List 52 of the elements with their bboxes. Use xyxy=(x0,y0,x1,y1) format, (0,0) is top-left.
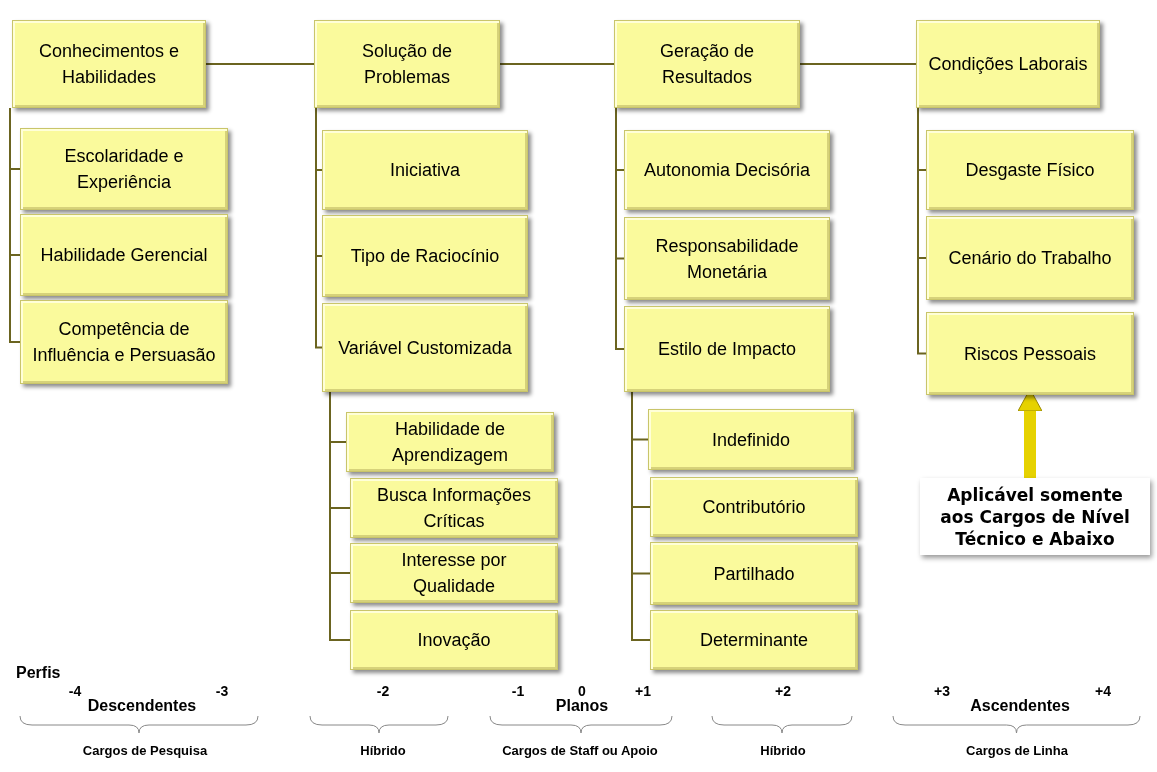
connector-line xyxy=(499,63,615,65)
scale-value: +3 xyxy=(934,683,950,699)
scale-value: -1 xyxy=(511,683,525,699)
category-box: Determinante xyxy=(650,610,858,670)
profile-caption: Cargos de Pesquisa xyxy=(82,743,208,759)
axis-title: Perfis xyxy=(16,664,61,682)
scale-value: +4 xyxy=(1095,683,1111,699)
category-box: Solução de Problemas xyxy=(314,20,500,108)
scale-value: +1 xyxy=(635,683,651,699)
category-box: Habilidade de Aprendizagem xyxy=(346,412,554,472)
category-box: Geração de Resultados xyxy=(614,20,800,108)
category-box: Partilhado xyxy=(650,542,858,605)
category-box: Cenário do Trabalho xyxy=(926,216,1134,300)
scale-value: -2 xyxy=(376,683,390,699)
category-box: Conhecimentos e Habilidades xyxy=(12,20,206,108)
connector-line xyxy=(917,107,927,355)
profile-caption: Híbrido xyxy=(760,743,806,759)
connector-line xyxy=(9,107,21,343)
group-label: Descendentes xyxy=(87,697,197,715)
profile-caption: Cargos de Linha xyxy=(966,743,1068,759)
connector-line xyxy=(205,63,315,65)
connector-line xyxy=(631,391,651,641)
category-box: Habilidade Gerencial xyxy=(20,214,228,296)
profile-caption: Híbrido xyxy=(360,743,406,759)
scale-value: 0 xyxy=(578,683,586,699)
note-box: Aplicável somente aos Cargos de Nível Técnico e Abaixo xyxy=(920,478,1150,555)
connector-line xyxy=(615,107,625,350)
scale-value: -4 xyxy=(68,683,82,699)
category-box: Riscos Pessoais xyxy=(926,312,1134,395)
category-box: Indefinido xyxy=(648,409,854,470)
profile-caption: Cargos de Staff ou Apoio xyxy=(502,743,658,759)
category-box: Contributório xyxy=(650,477,858,537)
category-box: Iniciativa xyxy=(322,130,528,210)
category-box: Escolaridade e Experiência xyxy=(20,128,228,210)
category-box: Busca Informações Críticas xyxy=(350,478,558,538)
connector-line xyxy=(329,391,351,641)
group-label: Ascendentes xyxy=(970,697,1070,715)
connector-line xyxy=(315,107,323,349)
category-box: Desgaste Físico xyxy=(926,130,1134,210)
category-box: Competência de Influência e Persuasão xyxy=(20,300,228,384)
category-box: Responsabilidade Monetária xyxy=(624,217,830,300)
group-label: Planos xyxy=(555,697,609,715)
connector-line xyxy=(799,63,917,65)
category-box: Tipo de Raciocínio xyxy=(322,215,528,297)
category-box: Autonomia Decisória xyxy=(624,130,830,210)
category-box: Inovação xyxy=(350,610,558,670)
category-box: Interesse por Qualidade xyxy=(350,543,558,603)
scale-value: -3 xyxy=(215,683,229,699)
category-box: Variável Customizada xyxy=(322,303,528,392)
scale-value: +2 xyxy=(775,683,791,699)
category-box: Condições Laborais xyxy=(916,20,1100,108)
category-box: Estilo de Impacto xyxy=(624,306,830,392)
